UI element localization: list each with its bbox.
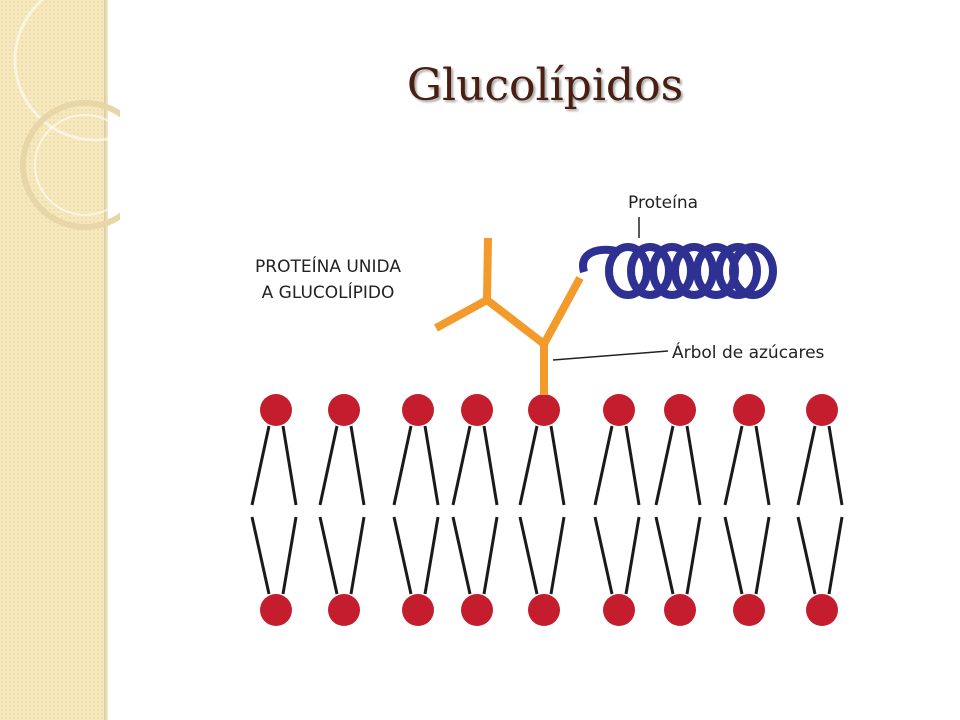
lipid-tail	[250, 516, 271, 595]
lipid-head	[733, 594, 765, 626]
lipid-tail	[549, 516, 566, 595]
protein-coil	[627, 243, 673, 299]
lipid-tail	[754, 516, 771, 595]
protein-coil	[605, 243, 651, 299]
page-title: Glucolípidos	[406, 60, 684, 111]
lipid-tail	[593, 516, 614, 595]
lipid-head	[733, 394, 765, 426]
decorative-rings	[13, 0, 120, 230]
lipid-head	[664, 594, 696, 626]
protein-coil	[715, 243, 761, 299]
lipid-head	[603, 394, 635, 426]
label-sugar-tree: Árbol de azúcares	[672, 341, 825, 363]
lipid-tail	[723, 516, 744, 595]
lipid-tail	[518, 425, 539, 506]
lipid-head	[806, 394, 838, 426]
label-glycolipid-protein-line1: PROTEÍNA UNIDA	[255, 255, 401, 277]
lipid-head	[528, 594, 560, 626]
lipid-tail	[796, 425, 817, 506]
lipid-molecule	[451, 394, 499, 626]
sugar-tree	[434, 237, 584, 395]
lipid-tail	[827, 516, 844, 595]
lipid-tail	[482, 425, 499, 506]
lipid-tail	[549, 425, 566, 506]
lipid-tail	[723, 425, 744, 506]
lipid-tail	[796, 516, 817, 595]
lipid-molecule	[250, 394, 298, 626]
lipid-tail	[754, 425, 771, 506]
lipid-head	[328, 594, 360, 626]
lipid-tail	[349, 516, 366, 595]
lipid-head	[402, 394, 434, 426]
lipid-tail	[281, 425, 298, 506]
decorative-side-band	[0, 0, 106, 720]
lipid-head	[461, 594, 493, 626]
lipid-molecule	[318, 394, 366, 626]
lipid-tail	[281, 516, 298, 595]
lipid-tail	[518, 516, 539, 595]
protein-coil	[671, 243, 717, 299]
lipid-tail	[482, 516, 499, 595]
lipid-head	[664, 394, 696, 426]
lipid-tail	[593, 425, 614, 506]
protein-helix	[579, 243, 777, 299]
label-protein: Proteína	[628, 193, 698, 213]
lipid-head	[528, 394, 560, 426]
lipid-tail	[349, 425, 366, 506]
lipid-head	[603, 594, 635, 626]
lipid-tail	[654, 425, 675, 506]
lipid-tail	[423, 425, 440, 506]
lipid-tail	[318, 516, 339, 595]
lipid-tail	[685, 516, 702, 595]
lipid-molecule	[654, 394, 702, 626]
lipid-head	[806, 594, 838, 626]
lipid-head	[461, 394, 493, 426]
lipid-head	[402, 594, 434, 626]
lipid-tail	[392, 425, 413, 506]
lipid-head	[260, 394, 292, 426]
lipid-tail	[392, 516, 413, 595]
lipid-tail	[624, 425, 641, 506]
lipid-tail	[250, 425, 271, 506]
label-glycolipid-protein-line2: A GLUCOLÍPIDO	[262, 281, 395, 303]
lipid-tail	[451, 425, 472, 506]
lipid-tail	[451, 516, 472, 595]
protein-coil	[729, 243, 777, 299]
sugar-tree-leader-line	[552, 350, 669, 361]
lipid-tail	[318, 425, 339, 506]
lipid-molecule	[723, 394, 771, 626]
lipid-tail	[654, 516, 675, 595]
protein-coil	[649, 243, 695, 299]
lipid-tail	[685, 425, 702, 506]
side-band-edge	[104, 0, 108, 720]
lipid-molecule	[392, 394, 440, 626]
lipid-molecule	[593, 394, 641, 626]
lipid-molecule	[796, 394, 844, 626]
lipid-head	[260, 594, 292, 626]
lipid-tail	[423, 516, 440, 595]
lipid-head	[328, 394, 360, 426]
lipid-molecule	[518, 394, 566, 626]
lipid-tail	[624, 516, 641, 595]
lipid-tail	[827, 425, 844, 506]
lipid-bilayer	[250, 394, 844, 626]
